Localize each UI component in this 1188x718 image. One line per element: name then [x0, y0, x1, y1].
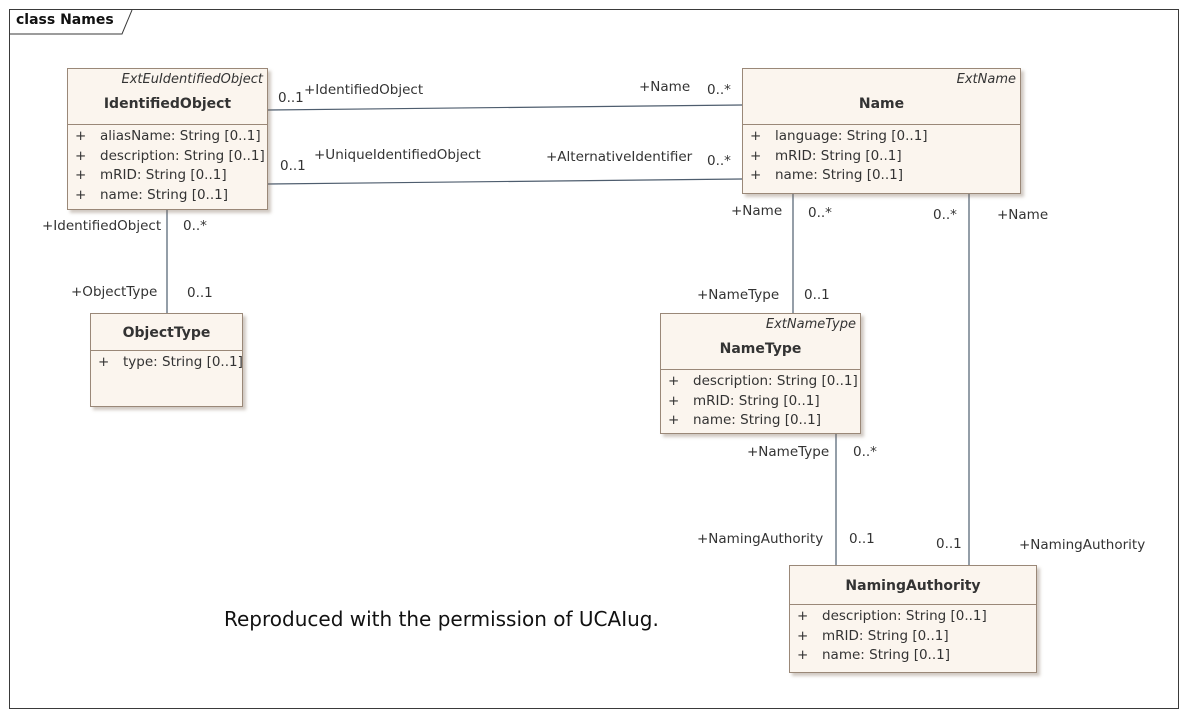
class-header: ExtEuIdentifiedObject IdentifiedObject: [68, 69, 267, 125]
attribute-row: + name: String [0..1]: [790, 646, 1036, 666]
multiplicity-label: 0..1: [278, 90, 304, 106]
visibility-marker: +: [750, 147, 762, 164]
attribute-text: mRID: String [0..1]: [822, 627, 949, 644]
multiplicity-label: 0..*: [183, 218, 207, 234]
attribute-text: mRID: String [0..1]: [100, 167, 227, 183]
attribute-row: + description: String [0..1]: [661, 372, 860, 392]
attribute-row: + aliasName: String [0..1]: [68, 127, 267, 147]
visibility-marker: +: [668, 373, 680, 389]
multiplicity-label: 0..*: [707, 153, 731, 169]
class-stereotype: ExtEuIdentifiedObject: [121, 72, 263, 87]
attribute-row: + description: String [0..1]: [68, 147, 267, 167]
role-label: +ObjectType: [71, 284, 158, 300]
attribute-text: type: String [0..1]: [123, 354, 243, 370]
role-label: +UniqueIdentifiedObject: [314, 147, 481, 163]
multiplicity-label: 0..*: [853, 444, 877, 460]
multiplicity-label: 0..1: [936, 536, 962, 552]
multiplicity-label: 0..1: [280, 158, 306, 174]
class-objecttype[interactable]: ObjectType + type: String [0..1]: [90, 313, 243, 407]
class-header: ExtNameType NameType: [661, 314, 860, 370]
attribute-text: mRID: String [0..1]: [693, 392, 820, 409]
class-header: NamingAuthority: [790, 566, 1036, 605]
attribute-row: + language: String [0..1]: [743, 127, 1020, 147]
role-label: +NamingAuthority: [1019, 537, 1146, 553]
role-label: +Name: [731, 203, 783, 219]
class-header: ExtName Name: [743, 69, 1020, 125]
attribute-row: + name: String [0..1]: [68, 186, 267, 206]
visibility-marker: +: [75, 147, 87, 164]
attribute-text: mRID: String [0..1]: [775, 147, 902, 164]
multiplicity-label: 0..1: [804, 287, 830, 303]
attribute-list: + language: String [0..1] + mRID: String […: [743, 125, 1020, 186]
attribute-text: aliasName: String [0..1]: [100, 128, 261, 144]
attribute-text: description: String [0..1]: [693, 373, 858, 389]
attribute-list: + description: String [0..1] + mRID: Strin…: [790, 605, 1036, 666]
multiplicity-label: 0..*: [933, 207, 957, 223]
multiplicity-label: 0..*: [707, 82, 731, 98]
attribute-row: + name: String [0..1]: [743, 166, 1020, 186]
frame-title: class Names: [16, 12, 114, 28]
class-name: ObjectType: [122, 325, 211, 341]
role-label: +IdentifiedObject: [304, 82, 424, 98]
attribute-row: + mRID: String [0..1]: [743, 147, 1020, 167]
role-label: +AlternativeIdentifier: [546, 149, 693, 165]
class-name-entity[interactable]: ExtName Name + language: String [0..1] + m…: [742, 68, 1021, 194]
class-name: NamingAuthority: [845, 578, 981, 594]
assoc-line-identifiedobject-alternativeidentifier: [267, 178, 743, 185]
class-name: IdentifiedObject: [103, 96, 232, 112]
visibility-marker: +: [668, 392, 680, 409]
class-name: NameType: [719, 341, 802, 357]
attribute-row: + name: String [0..1]: [661, 411, 860, 431]
visibility-marker: +: [98, 354, 110, 370]
class-identifiedobject[interactable]: ExtEuIdentifiedObject IdentifiedObject +…: [67, 68, 268, 210]
role-label: +IdentifiedObject: [42, 218, 162, 234]
visibility-marker: +: [750, 167, 762, 183]
attribute-row: + mRID: String [0..1]: [68, 166, 267, 186]
visibility-marker: +: [797, 647, 809, 663]
class-namingauthority[interactable]: NamingAuthority + description: String [0.…: [789, 565, 1037, 673]
visibility-marker: +: [797, 608, 809, 624]
attribute-list: + description: String [0..1] + mRID: Strin…: [661, 370, 860, 431]
visibility-marker: +: [75, 186, 87, 203]
frame-tab: [10, 10, 133, 35]
role-label: +NamingAuthority: [697, 531, 824, 547]
class-nametype[interactable]: ExtNameType NameType + description: Strin…: [660, 313, 861, 434]
visibility-marker: +: [797, 627, 809, 644]
visibility-marker: +: [75, 128, 87, 144]
role-label: +Name: [997, 207, 1049, 223]
attribute-text: name: String [0..1]: [775, 167, 903, 183]
multiplicity-label: 0..1: [849, 531, 875, 547]
class-header: ObjectType: [91, 314, 242, 351]
attribute-list: + type: String [0..1]: [91, 351, 243, 373]
class-stereotype: ExtName: [956, 72, 1016, 87]
attribute-text: language: String [0..1]: [775, 128, 928, 144]
attribute-row: + mRID: String [0..1]: [790, 627, 1036, 647]
role-label: +NameType: [697, 287, 780, 303]
attribute-row: + mRID: String [0..1]: [661, 392, 860, 412]
attribute-text: name: String [0..1]: [100, 186, 228, 203]
attribute-row: + description: String [0..1]: [790, 607, 1036, 627]
assoc-line-identifiedobject-name: [267, 104, 743, 111]
attribute-text: description: String [0..1]: [822, 608, 987, 624]
attribute-row: + type: String [0..1]: [91, 353, 243, 373]
class-stereotype: ExtNameType: [765, 317, 856, 332]
visibility-marker: +: [668, 412, 680, 428]
visibility-marker: +: [75, 167, 87, 183]
attribute-text: name: String [0..1]: [822, 647, 950, 663]
attribute-text: description: String [0..1]: [100, 147, 265, 164]
visibility-marker: +: [750, 128, 762, 144]
class-name: Name: [858, 96, 905, 112]
role-label: +Name: [639, 79, 691, 95]
attribute-text: name: String [0..1]: [693, 412, 821, 428]
role-label: +NameType: [747, 444, 830, 460]
multiplicity-label: 0..*: [808, 205, 832, 221]
diagram-frame: [9, 9, 1179, 709]
attribute-list: + aliasName: String [0..1] + description: …: [68, 125, 267, 205]
multiplicity-label: 0..1: [187, 285, 213, 301]
permission-note: Reproduced with the permission of UCAIug…: [224, 607, 659, 631]
